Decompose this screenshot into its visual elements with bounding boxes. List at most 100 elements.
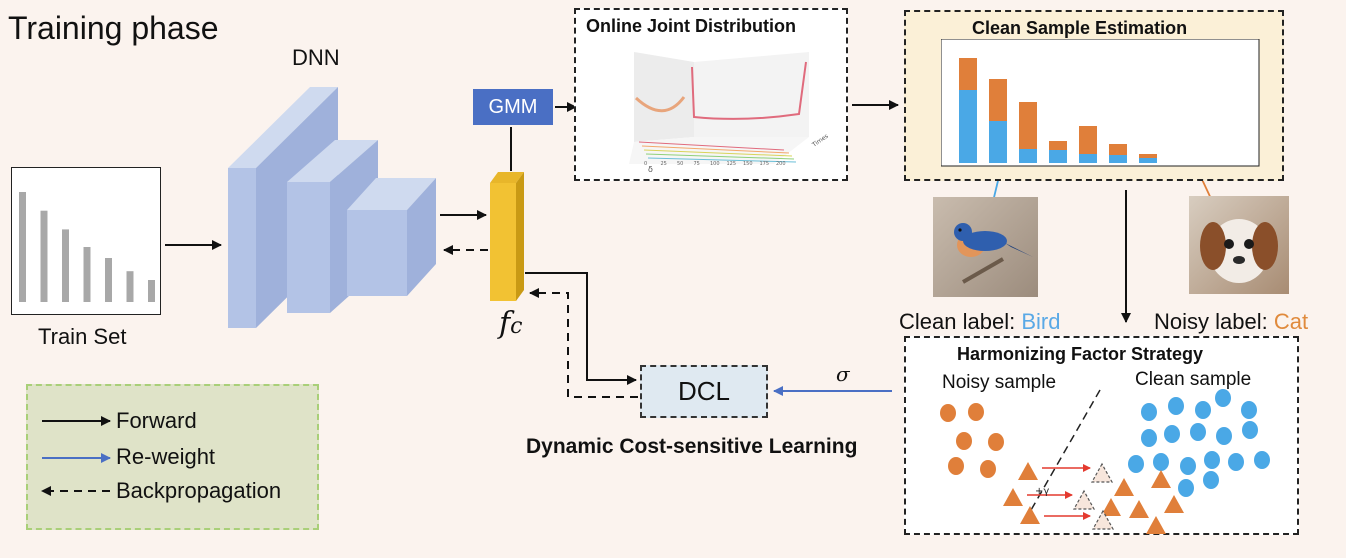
clean-sample-dot xyxy=(1190,423,1206,441)
clean-sample-dot xyxy=(1128,455,1144,473)
joint-tick-label: 50 xyxy=(677,161,683,167)
clean-region-triangle xyxy=(1114,478,1134,496)
clean-estimation-panel: Clean Sample Estimation xyxy=(904,10,1284,181)
legend-backprop: Backpropagation xyxy=(116,478,282,503)
dnn-block-3 xyxy=(347,178,436,296)
shifted-triangle xyxy=(1091,509,1115,530)
noisy-bar xyxy=(1109,144,1127,155)
joint-tick-label: 200 xyxy=(776,161,786,167)
clean-sample-dot xyxy=(1216,427,1232,445)
clean-bar xyxy=(1109,155,1127,163)
clean-sample-dot xyxy=(1153,453,1169,471)
clean-sample-label: Clean sample xyxy=(1135,369,1252,390)
fc-subscript: c xyxy=(510,314,523,339)
noisy-bar xyxy=(1019,102,1037,149)
clean-bar xyxy=(1139,158,1157,163)
train-bar xyxy=(83,247,91,302)
noisy-bar xyxy=(989,79,1007,121)
shifted-triangle xyxy=(1090,462,1114,483)
noisy-sample-dot xyxy=(948,457,964,475)
train-bar xyxy=(105,258,112,302)
legend-reweight: Re-weight xyxy=(116,444,216,469)
gamma-label: +γ xyxy=(1035,486,1049,497)
joint-axis-delta: δ xyxy=(648,165,653,174)
clean-region-triangle xyxy=(1101,498,1121,516)
noisy-sample-dot xyxy=(956,432,972,450)
fc-letter: f xyxy=(499,306,511,341)
joint-tick-label: 175 xyxy=(760,161,770,167)
train-set-bars xyxy=(19,192,155,302)
noisy-triangle xyxy=(1020,506,1040,524)
noisy-bar xyxy=(1139,154,1157,158)
joint-title: Online Joint Distribution xyxy=(586,16,796,36)
gmm-box: GMM xyxy=(473,89,553,125)
clean-bar xyxy=(1049,150,1067,163)
dcl-label: DCL xyxy=(677,376,730,406)
clean-region-triangle xyxy=(1164,495,1184,513)
clean-bar xyxy=(1019,149,1037,163)
fc-layer xyxy=(490,172,524,301)
noisy-sample-label: Noisy sample xyxy=(942,372,1057,393)
clean-sample-dot xyxy=(1204,451,1220,469)
train-bar xyxy=(40,210,48,302)
clean-bar xyxy=(989,121,1007,163)
sigma-label: σ xyxy=(836,362,850,386)
shifted-triangle xyxy=(1072,489,1096,510)
clean-sample-dot xyxy=(1242,421,1258,439)
gmm-label: GMM xyxy=(488,95,538,118)
clean-label-prefix: Clean label: xyxy=(899,309,1022,334)
clean-estimation-chart xyxy=(941,39,1260,167)
joint-axis-time: Times xyxy=(810,133,829,150)
noisy-sample-dot xyxy=(980,460,996,478)
noisy-label-value: Cat xyxy=(1273,309,1309,334)
legend: Forward Re-weight Backpropagation xyxy=(26,384,319,530)
train-set-label: Train Set xyxy=(38,324,127,349)
joint-tick-label: 100 xyxy=(710,161,720,167)
train-bar xyxy=(148,280,155,302)
joint-tick-label: 150 xyxy=(743,161,753,167)
noisy-sample-dot xyxy=(940,404,956,422)
bird-image xyxy=(933,197,1038,297)
clean-region-triangle xyxy=(1146,516,1166,534)
dog-image xyxy=(1189,196,1289,294)
noisy-sample-dot xyxy=(988,433,1004,451)
page-title: Training phase xyxy=(8,10,219,46)
dnn-label: DNN xyxy=(292,45,340,70)
noisy-sample-dot xyxy=(968,403,984,421)
noisy-triangle xyxy=(1003,488,1023,506)
clean-label: Clean label: Bird xyxy=(899,309,1060,335)
clean-title: Clean Sample Estimation xyxy=(972,18,1188,38)
train-bar xyxy=(19,192,26,302)
clean-sample-dot xyxy=(1215,389,1231,407)
hfs-title: Harmonizing Factor Strategy xyxy=(957,344,1204,364)
clean-sample-dot xyxy=(1241,401,1257,419)
clean-label-value: Bird xyxy=(1021,309,1061,334)
joint-tick-label: 75 xyxy=(694,161,700,167)
clean-region-triangle xyxy=(1129,500,1149,518)
train-set-chart xyxy=(11,167,161,315)
arrow-dcl-backprop-fc xyxy=(529,288,638,398)
clean-sample-dot xyxy=(1228,453,1244,471)
clean-sample-dot xyxy=(1141,403,1157,421)
clean-bar xyxy=(1079,154,1097,163)
legend-forward: Forward xyxy=(116,408,197,433)
noisy-bar xyxy=(959,58,977,90)
clean-sample-dot xyxy=(1178,479,1194,497)
train-bar xyxy=(126,271,134,302)
fc-label: fc xyxy=(499,306,522,341)
clean-region-triangle xyxy=(1151,470,1171,488)
joint-tick-label: 0 xyxy=(644,161,647,167)
noisy-label: Noisy label: Cat xyxy=(1154,309,1308,335)
clean-bar xyxy=(959,90,977,163)
noisy-triangle xyxy=(1018,462,1038,480)
clean-sample-dot xyxy=(1203,471,1219,489)
clean-sample-dot xyxy=(1168,397,1184,415)
noisy-bar xyxy=(1079,126,1097,154)
clean-sample-dot xyxy=(1164,425,1180,443)
arrow-fc-to-dcl xyxy=(525,272,637,385)
train-bar xyxy=(62,229,69,302)
clean-sample-dot xyxy=(1195,401,1211,419)
